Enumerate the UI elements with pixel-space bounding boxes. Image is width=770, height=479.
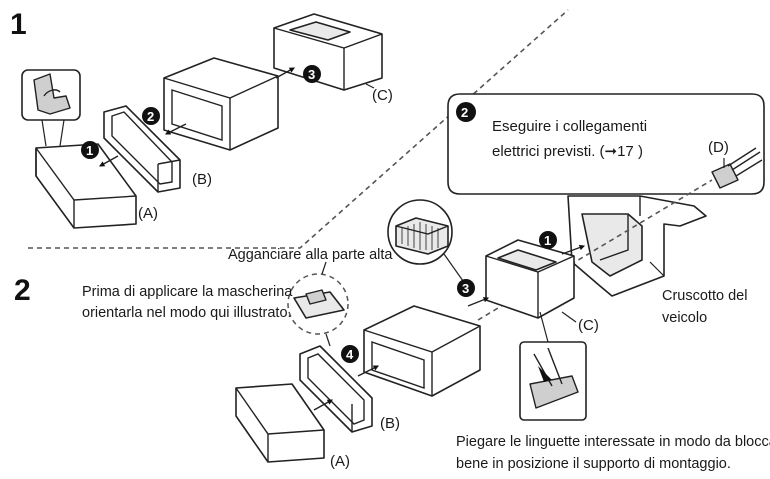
- bend-tabs-line-1: Piegare le linguette interessate in modo…: [456, 434, 770, 450]
- orient-note-line-1: Prima di applicare la mascherina: [82, 284, 293, 300]
- badge-install-1-label: 1: [544, 233, 551, 248]
- label-part-b-install: (B): [380, 415, 400, 432]
- wiring-callout: 2 Eseguire i collegamenti elettrici prev…: [447, 93, 765, 195]
- trim-plate-b: [103, 105, 181, 193]
- hook-top-note: Agganciare alla parte alta: [228, 247, 393, 263]
- mounting-sleeve-c: [273, 13, 383, 91]
- radio-unit: [163, 57, 279, 151]
- faceplate-a-install: [235, 383, 325, 463]
- dashboard-label-line-1: Cruscotto del: [662, 288, 747, 304]
- bend-tabs-inset: [519, 311, 587, 421]
- label-part-b: (B): [192, 171, 212, 188]
- vehicle-dashboard: [567, 195, 707, 297]
- badge-step-1-label: 1: [86, 143, 93, 158]
- label-part-d: (D): [708, 139, 729, 156]
- callout-line-1: Eseguire i collegamenti: [492, 118, 647, 135]
- arrow-remove-faceplate: [99, 155, 119, 167]
- label-part-c-install: (C): [578, 317, 599, 334]
- callout-line-2: elettrici previsti. (➞17 ): [492, 143, 643, 160]
- trim-plate-b-install: [299, 345, 373, 433]
- step-number-2: 2: [14, 274, 31, 307]
- badge-install-3-label: 3: [462, 281, 469, 296]
- sleeve-detail-inset: [387, 199, 469, 289]
- badge-install-4: [341, 345, 359, 363]
- label-part-c: (C): [372, 87, 393, 104]
- badge-step-1: [81, 141, 99, 159]
- faceplate-a: [35, 143, 137, 229]
- dashboard-label-line-2: veicolo: [662, 310, 707, 326]
- badge-install-4-label: 4: [346, 347, 354, 362]
- step-number-1: 1: [10, 8, 27, 41]
- hook-top-inset: [287, 261, 349, 347]
- label-part-a: (A): [138, 205, 158, 222]
- badge-step-3-label: 3: [308, 67, 315, 82]
- orient-note-line-2: orientarla nel modo qui illustrato.: [82, 305, 292, 321]
- label-part-a-install: (A): [330, 453, 350, 470]
- arrow-remove-sleeve: [275, 67, 295, 79]
- badge-step-3: [303, 65, 321, 83]
- callout-badge-2: 2: [461, 105, 468, 120]
- mounting-sleeve-c-install: [485, 239, 575, 319]
- finger-release-inset: [21, 69, 81, 147]
- badge-install-1: [539, 231, 557, 249]
- badge-step-2-label: 2: [147, 109, 154, 124]
- arrow-remove-trim: [164, 123, 187, 135]
- badge-step-2: [142, 107, 160, 125]
- connector-d: [711, 147, 763, 189]
- section-divider: [28, 9, 569, 249]
- bend-tabs-line-2: bene in posizione il supporto di montagg…: [456, 456, 731, 472]
- radio-unit-install: [363, 305, 481, 397]
- badge-install-3: [457, 279, 475, 297]
